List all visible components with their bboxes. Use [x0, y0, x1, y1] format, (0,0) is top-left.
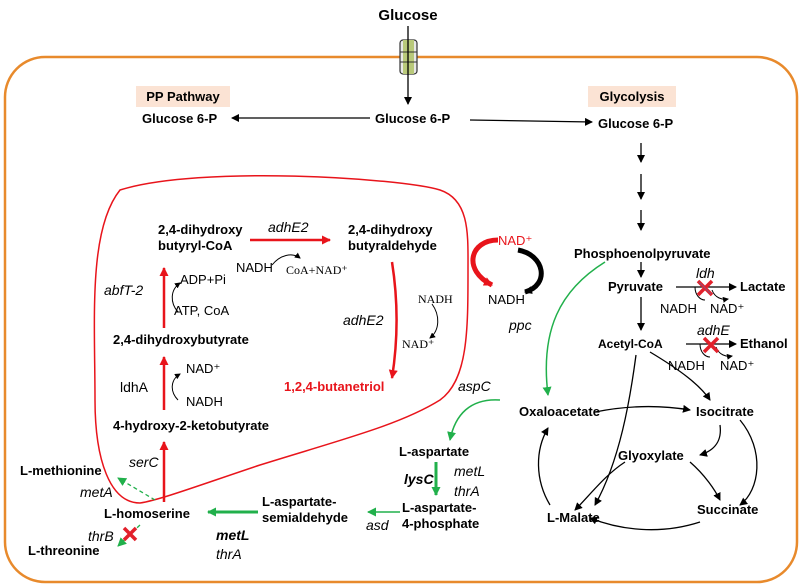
metl-gene-label-2: metL — [216, 527, 249, 543]
l-methionine-label: L-methionine — [20, 463, 102, 478]
ldh-nad-label: NAD⁺ — [710, 301, 744, 316]
engineered-pathway-outline — [93, 174, 469, 504]
pp-pathway-box — [136, 86, 230, 107]
ldh-gene-label: ldh — [696, 265, 715, 281]
cell-membrane — [3, 55, 799, 584]
thra-gene-label-2: thrA — [216, 546, 242, 562]
aspc-gene-label: aspC — [458, 378, 492, 394]
adhe2-gene-label-1: adhE2 — [268, 219, 309, 235]
thrb-gene-label: thrB — [88, 528, 114, 544]
butanetriol-label: 1,2,4-butanetriol — [284, 379, 384, 394]
adhe-knockout-icon — [702, 336, 720, 354]
adhe-gene-label: adhE — [697, 322, 730, 338]
meta-gene-label: metA — [80, 484, 113, 500]
asd-gene-label: asd — [366, 517, 390, 533]
l-threonine-label: L-threonine — [28, 543, 100, 558]
dhbal-label-2: butyraldehyde — [348, 238, 437, 253]
succinate-label: Succinate — [697, 502, 758, 517]
asp4p-label-2: 4-phosphate — [402, 516, 479, 531]
adhe2-nadh-label-2: NADH — [418, 292, 453, 306]
ldha-gene-label: ldhA — [120, 379, 149, 395]
l-aspartate-label: L-aspartate — [399, 444, 469, 459]
coa-nad-label: CoA+NAD⁺ — [286, 263, 348, 277]
dhb-coa-label-2: butyryl-CoA — [158, 238, 233, 253]
oxaloacetate-label: Oxaloacetate — [519, 404, 600, 419]
isocitrate-label: Isocitrate — [696, 404, 754, 419]
atp-coa-label: ATP, CoA — [174, 303, 229, 318]
pp-pathway-label: PP Pathway — [146, 89, 220, 104]
glyoxylate-label: Glyoxylate — [618, 448, 684, 463]
asp4p-label-1: L-aspartate- — [402, 500, 476, 515]
g6p-right-label: Glucose 6-P — [598, 116, 673, 131]
ldha-nadh-label: NADH — [186, 394, 223, 409]
g6p-left-label: Glucose 6-P — [142, 111, 217, 126]
adhe-nad-label: NAD⁺ — [720, 358, 754, 373]
asa-label-1: L-aspartate- — [262, 494, 336, 509]
ppc-gene-label: ppc — [508, 317, 532, 333]
l-homoserine-label: L-homoserine — [104, 506, 190, 521]
cycle-nad-label: NAD⁺ — [498, 233, 532, 248]
g6p-center-label: Glucose 6-P — [375, 111, 450, 126]
lysc-gene-label: lysC — [404, 471, 434, 487]
ldh-knockout-icon — [696, 279, 714, 297]
adp-pi-label: ADP+Pi — [180, 272, 226, 287]
acetyl-coa-label: Acetyl-CoA — [598, 337, 663, 351]
ethanol-label: Ethanol — [740, 336, 788, 351]
adhe2-gene-label-2: adhE2 — [343, 312, 384, 328]
asa-label-2: semialdehyde — [262, 510, 348, 525]
glycolysis-label: Glycolysis — [599, 89, 664, 104]
malate-label: L-Malate — [547, 510, 600, 525]
thrb-knockout-icon — [122, 526, 138, 542]
hkb-label: 4-hydroxy-2-ketobutyrate — [113, 418, 269, 433]
dhb-coa-label-1: 2,4-dihydroxy — [158, 222, 243, 237]
adhe2-nadh-label: NADH — [236, 260, 273, 275]
serc-gene-label: serC — [129, 454, 159, 470]
thra-gene-label-1: thrA — [454, 483, 480, 499]
glucose-label: Glucose — [378, 7, 437, 24]
lactate-label: Lactate — [740, 279, 786, 294]
pyruvate-label: Pyruvate — [608, 279, 663, 294]
dhb-label: 2,4-dihydroxybutyrate — [113, 332, 249, 347]
dhbal-label-1: 2,4-dihydroxy — [348, 222, 433, 237]
metl-gene-label-1: metL — [454, 463, 485, 479]
adhe-nadh-label: NADH — [668, 358, 705, 373]
ldha-nad-label: NAD⁺ — [186, 361, 220, 376]
ldh-nadh-label: NADH — [660, 301, 697, 316]
cycle-nadh-label: NADH — [488, 292, 525, 307]
pep-label: Phosphoenolpyruvate — [574, 246, 711, 261]
adhe2-nad-label-2: NAD⁺ — [402, 337, 434, 351]
abft2-gene-label: abfT-2 — [104, 282, 143, 298]
glycolysis-box — [588, 86, 676, 107]
